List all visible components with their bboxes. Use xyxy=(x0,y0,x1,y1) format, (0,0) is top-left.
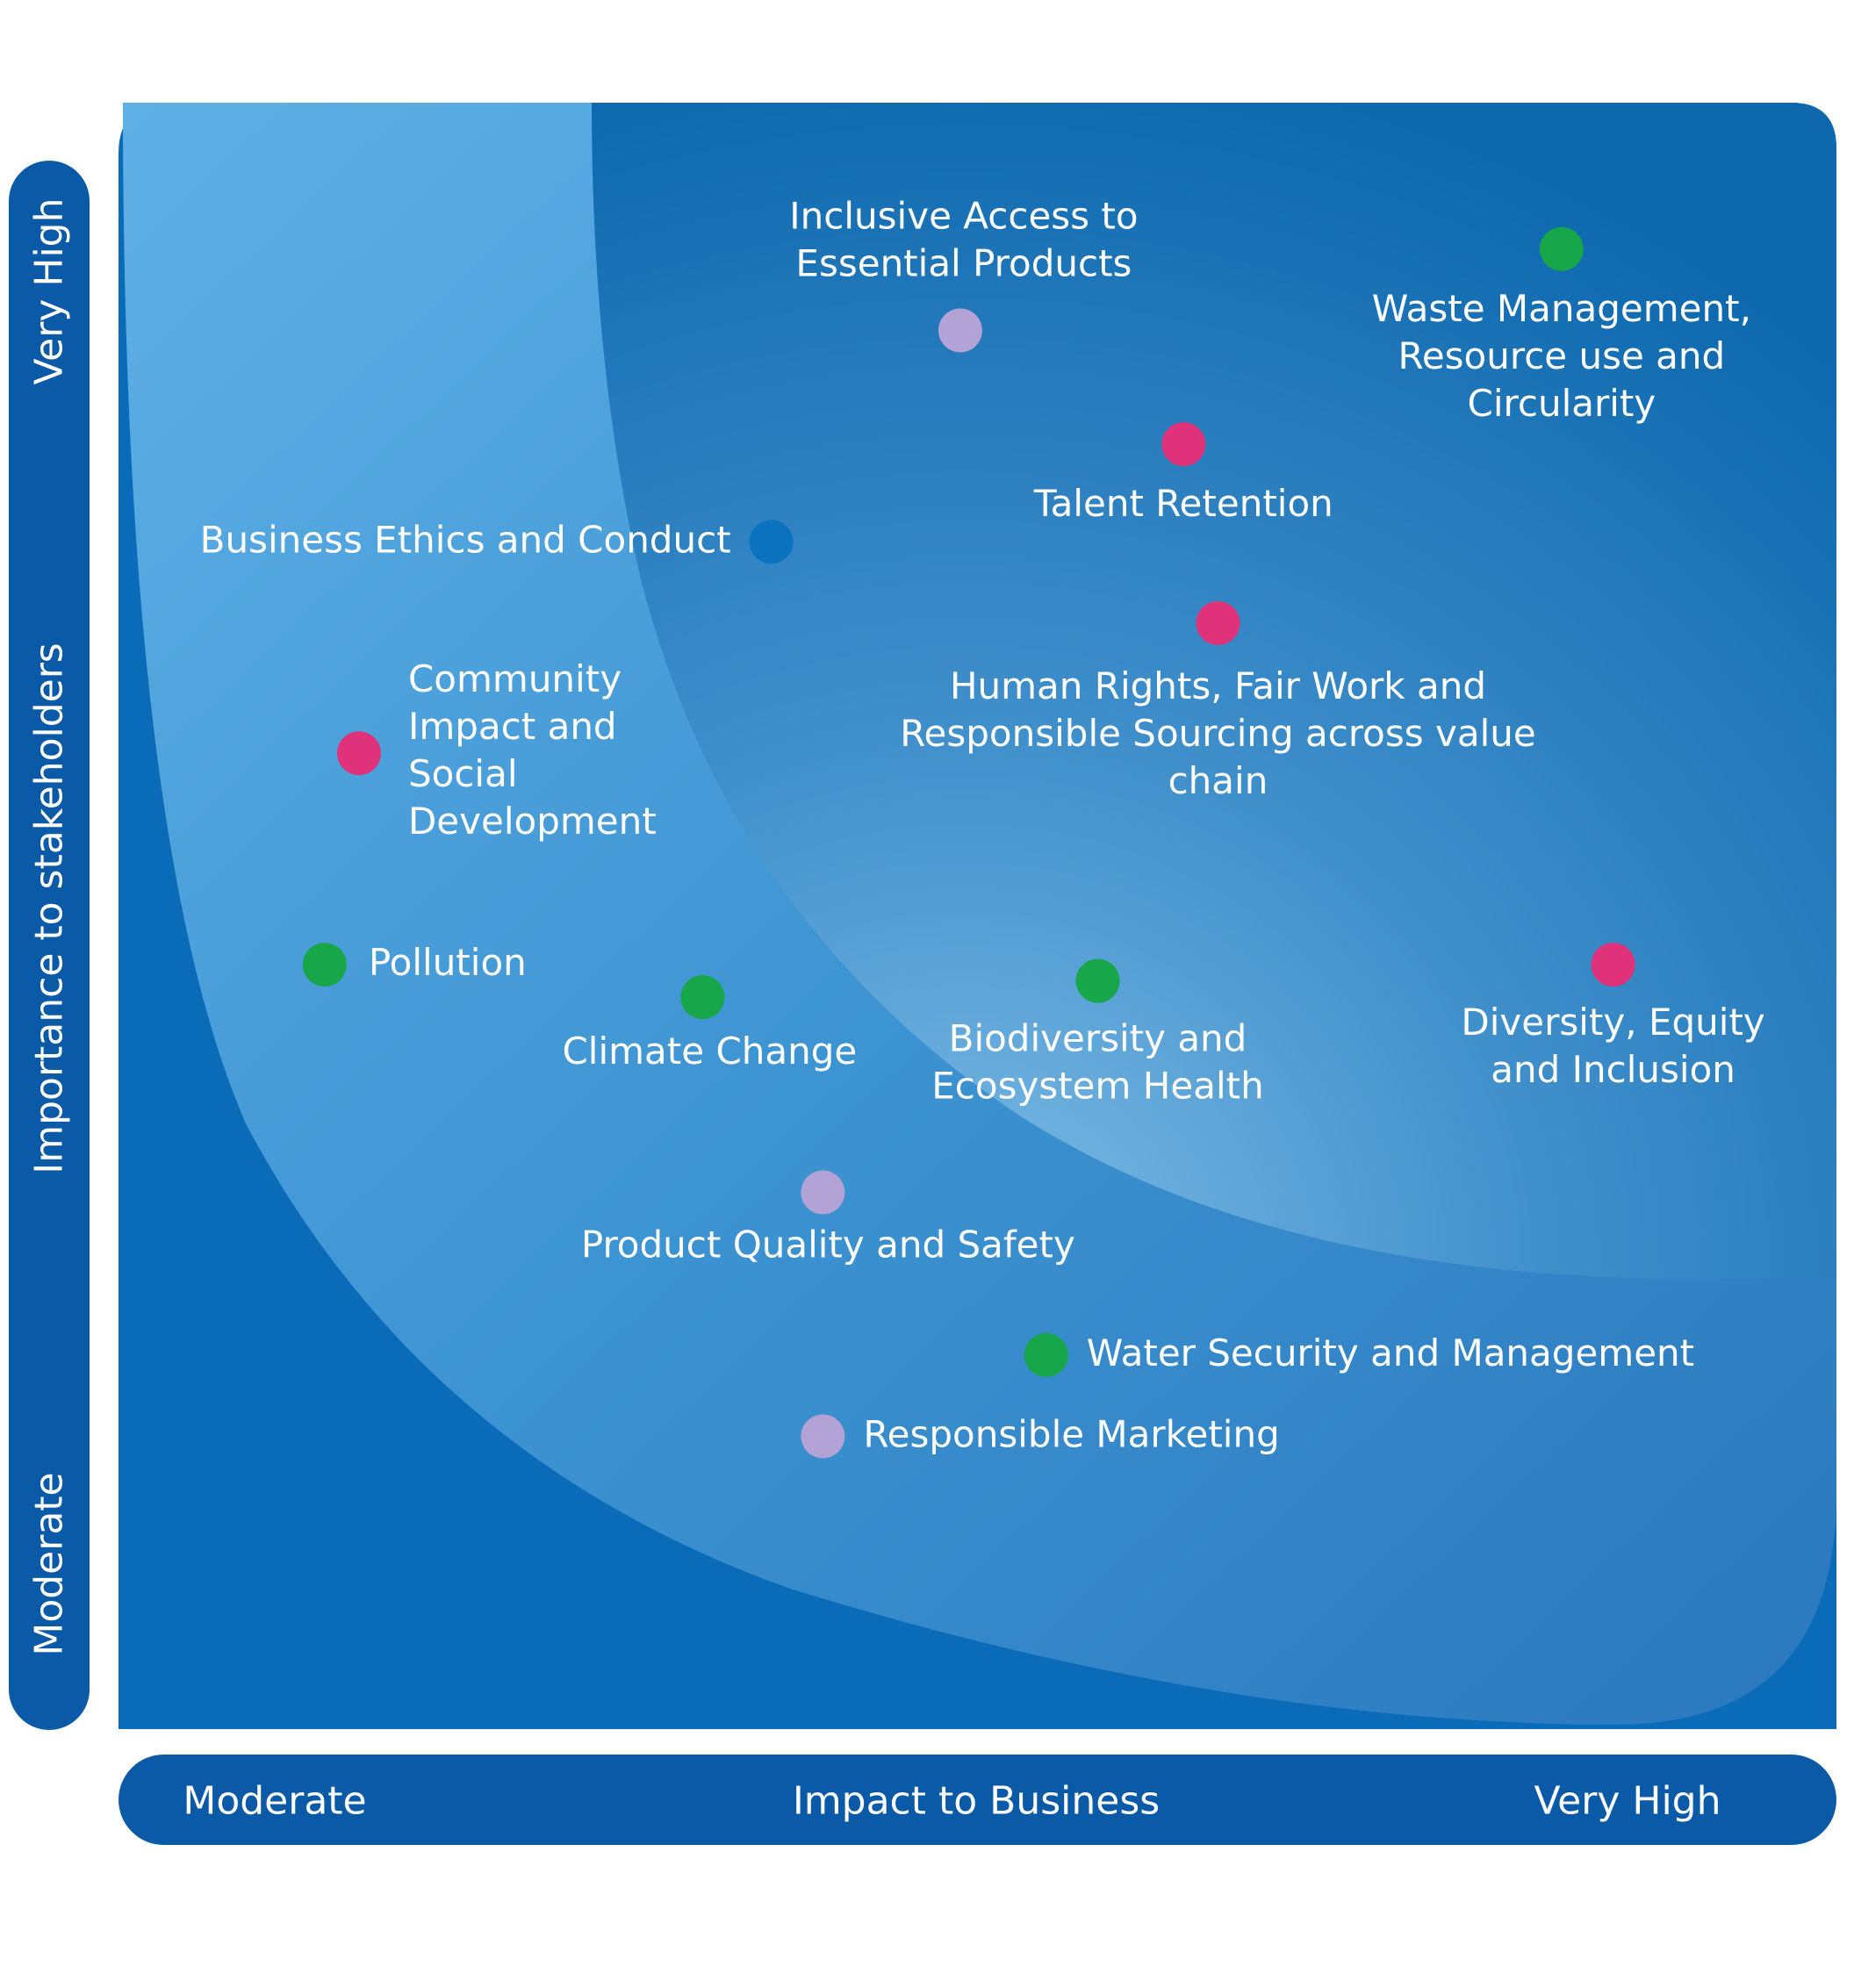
data-point xyxy=(680,975,725,1020)
data-point xyxy=(1539,226,1584,271)
data-point xyxy=(1161,422,1206,467)
x-axis-title: Impact to Business xyxy=(792,1778,1161,1824)
y-tick-label-low: Moderate xyxy=(26,1472,72,1656)
data-point xyxy=(336,731,381,776)
y-tick-label-high: Very High xyxy=(26,197,72,385)
data-point-label: Product Quality and Safety xyxy=(581,1223,1075,1266)
data-point xyxy=(801,1170,845,1215)
data-point xyxy=(1591,943,1635,987)
y-axis-bar xyxy=(9,161,90,1730)
data-point-label: Business Ethics and Conduct xyxy=(200,518,731,561)
data-point xyxy=(801,1414,845,1459)
x-tick-label-high: Very High xyxy=(1534,1778,1721,1824)
data-point-label: Water Security and Management xyxy=(1087,1331,1694,1374)
data-point xyxy=(749,520,794,564)
y-axis-title: Importance to stakeholders xyxy=(26,642,72,1174)
data-point xyxy=(1024,1332,1068,1377)
zone-inner xyxy=(592,103,1836,1279)
data-point-label: Talent Retention xyxy=(1033,482,1333,525)
data-point-label: Pollution xyxy=(369,941,527,984)
data-point xyxy=(1196,600,1240,645)
x-axis-bar xyxy=(119,1755,1836,1845)
data-point xyxy=(302,943,347,987)
data-point-label: Climate Change xyxy=(562,1030,857,1073)
data-point-label: Responsible Marketing xyxy=(863,1412,1279,1455)
data-point xyxy=(1075,958,1120,1003)
x-tick-label-low: Moderate xyxy=(183,1778,367,1824)
data-point xyxy=(938,308,982,353)
